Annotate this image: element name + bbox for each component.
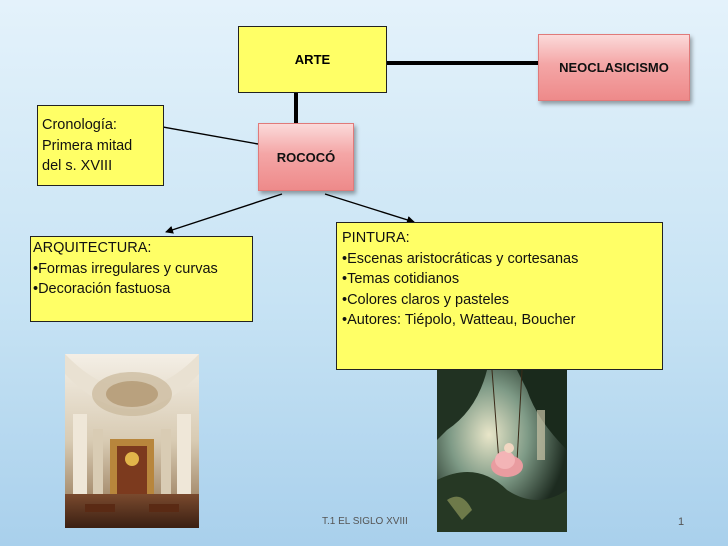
pintura-line-2: •Escenas aristocráticas y cortesanas (342, 250, 579, 267)
arquitectura-line-3: •Decoración fastuosa (33, 281, 171, 297)
pintura-line-3: •Temas cotidianos (342, 271, 460, 287)
connector-arte-neoclasicismo (386, 61, 538, 65)
arrow-to-arquitectura (165, 193, 283, 234)
painting-image (437, 370, 567, 532)
node-arquitectura: ARQUITECTURA: •Formas irregulares y curv… (30, 236, 253, 322)
arrow-to-cronologia (145, 121, 259, 145)
node-cronologia: Cronología: Primera mitad del s. XVIII (37, 105, 164, 186)
cronologia-line-1: Cronología: (42, 117, 117, 133)
cronologia-line-2: Primera mitad (42, 137, 133, 154)
node-neoclasicismo-label: NEOCLASICISMO (559, 60, 669, 75)
node-rococo-label: ROCOCÓ (276, 149, 336, 165)
slide-number: 1 (678, 516, 685, 528)
pintura-line-5: •Autores: Tiépolo, Watteau, Boucher (342, 312, 576, 328)
node-arte: ARTE (238, 26, 387, 93)
node-pintura: PINTURA: •Escenas aristocráticas y corte… (336, 222, 663, 370)
baroque-church-interior-image (65, 354, 199, 528)
cronologia-line-3: del s. XVIII (42, 158, 113, 174)
architecture-photo (65, 354, 199, 528)
node-arte-label: ARTE (294, 52, 331, 67)
arquitectura-line-2: •Formas irregulares y curvas (33, 260, 218, 277)
connector-arte-rococo (294, 93, 298, 123)
arquitectura-line-1: ARQUITECTURA: (33, 240, 152, 256)
footer-title: T.1 EL SIGLO XVIII (322, 516, 408, 527)
pintura-line-1: PINTURA: (342, 230, 410, 246)
node-rococo: ROCOCÓ (258, 123, 354, 191)
arrow-to-pintura (324, 193, 415, 224)
pintura-line-4: •Colores claros y pasteles (342, 291, 510, 308)
the-swing-painting-image (437, 370, 567, 532)
node-neoclasicismo: NEOCLASICISMO (538, 34, 690, 101)
